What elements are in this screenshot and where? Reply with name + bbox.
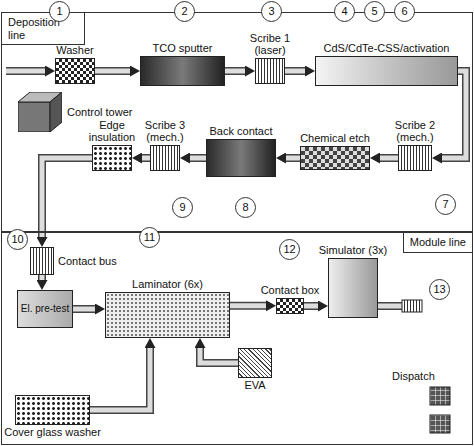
machine-label: Scribe 3 (mech.) xyxy=(139,119,191,144)
callout-number: 13 xyxy=(429,279,450,300)
conveyor xyxy=(90,347,150,410)
machine-label: TCO sputter xyxy=(153,42,213,55)
edge-insulation-machine: Edge insulation xyxy=(92,145,132,171)
module-stack xyxy=(430,387,450,405)
conveyor xyxy=(230,305,267,306)
mechanical-scribe: Scribe 3 (mech.) xyxy=(150,145,180,171)
back-contact-machine: Back contact xyxy=(206,139,276,177)
laminator-machine: Laminator (6x) xyxy=(105,292,230,338)
conveyor-belt xyxy=(42,158,92,238)
conveyor-belt xyxy=(38,275,46,281)
callout-number: 2 xyxy=(174,1,195,22)
conveyor xyxy=(285,158,300,159)
callout-number: 10 xyxy=(7,229,28,250)
callout-number: 4 xyxy=(334,1,355,22)
machine-label: Scribe 1 (laser) xyxy=(244,32,296,57)
conveyor-belt xyxy=(90,347,150,410)
conveyor-belt xyxy=(141,154,150,162)
conveyor xyxy=(285,71,306,72)
conveyor xyxy=(42,158,92,238)
dispatch-conveyor xyxy=(378,300,422,312)
conveyor-belt xyxy=(189,156,206,161)
conveyor-belt xyxy=(73,307,96,312)
machine-label: Contact bus xyxy=(58,255,117,268)
conveyor-belt xyxy=(73,305,96,313)
conveyor-belt xyxy=(95,67,131,75)
callout-number: 5 xyxy=(364,1,385,22)
deposition-machine: CdS/CdTe-CSS/activation xyxy=(315,56,458,86)
conveyor xyxy=(141,158,150,159)
mechanical-scribe: Scribe 2 (mech.) xyxy=(398,145,432,171)
callout-number: 3 xyxy=(261,1,282,22)
machine-label: Scribe 2 (mech.) xyxy=(389,119,441,144)
conveyor-belt xyxy=(230,302,267,310)
conveyor-belt xyxy=(379,154,398,162)
machine-label: Simulator (3x) xyxy=(319,244,387,257)
conveyor xyxy=(42,275,43,281)
conveyor-belt xyxy=(285,67,306,75)
conveyor-belt xyxy=(90,347,150,410)
area-label: Dispatch xyxy=(392,370,435,383)
machine-label: Back contact xyxy=(210,125,273,138)
conveyor-belt xyxy=(304,304,319,309)
laser-scribe: Scribe 1 (laser) xyxy=(255,58,285,84)
conveyor-belt xyxy=(225,69,246,74)
conveyor-belt xyxy=(379,156,398,161)
deposition-line-region: Deposition lineWasherTCO sputterScribe 1… xyxy=(1,12,473,232)
conveyor-belt xyxy=(304,302,319,310)
machine-label: Control tower xyxy=(67,106,132,119)
machine-label: Edge insulation xyxy=(84,119,140,144)
control-tower-cube xyxy=(18,92,62,132)
pretest-station: El. pre-test xyxy=(17,290,73,328)
module-stack xyxy=(430,415,450,433)
conveyor-belt xyxy=(95,69,131,74)
contact-box-station: Contact box xyxy=(276,298,304,314)
machine-label: El. pre-test xyxy=(19,301,71,317)
callout-number: 7 xyxy=(435,194,456,215)
conveyor-belt xyxy=(285,156,300,161)
conveyor xyxy=(73,309,96,310)
callout-number: 9 xyxy=(172,197,193,218)
conveyor-belt xyxy=(200,347,238,363)
eva-supply: EVA xyxy=(238,348,272,378)
callout-number: 1 xyxy=(49,1,70,22)
conveyor-belt xyxy=(225,67,246,75)
entry-conveyor xyxy=(6,71,46,72)
callout-number: 12 xyxy=(279,239,300,260)
conveyor-belt xyxy=(141,156,150,161)
conveyor xyxy=(304,306,319,307)
etch-machine: Chemical etch xyxy=(300,146,370,170)
callout-number: 8 xyxy=(235,197,256,218)
region-heading: Deposition line xyxy=(2,13,85,45)
callout-number: 11 xyxy=(139,227,160,248)
cover-glass-washer: Cover glass washer xyxy=(15,395,90,425)
machine-label: Laminator (6x) xyxy=(132,278,203,291)
conveyor-belt xyxy=(285,154,300,162)
module-line-region: Module lineContact busEl. pre-test Lamina… xyxy=(1,232,473,445)
sputter-machine: TCO sputter xyxy=(140,56,225,86)
callout-number: 6 xyxy=(394,1,415,22)
machine-label: EVA xyxy=(244,379,265,392)
conveyor-belt xyxy=(230,303,267,308)
contact-bus-station: Contact bus xyxy=(30,247,54,275)
conveyor xyxy=(189,158,206,159)
conveyor xyxy=(379,158,398,159)
conveyor xyxy=(200,347,238,363)
machine-label: Washer xyxy=(56,44,94,57)
conveyor-belt xyxy=(200,347,238,363)
control-tower: Control tower xyxy=(18,92,62,132)
washer-machine: Washer xyxy=(55,58,95,84)
conveyor-belt xyxy=(285,69,306,74)
machine-label: Contact box xyxy=(261,284,320,297)
machine-label: Chemical etch xyxy=(300,132,370,145)
conveyor-belt xyxy=(42,158,92,238)
conveyor xyxy=(225,71,246,72)
machine-label: CdS/CdTe-CSS/activation xyxy=(324,42,450,55)
conveyor xyxy=(95,71,131,72)
region-heading: Module line xyxy=(403,233,472,253)
simulator-machine: Simulator (3x) xyxy=(328,258,378,318)
machine-label: Cover glass washer xyxy=(4,426,101,439)
conveyor-belt xyxy=(189,154,206,162)
conveyor-belt xyxy=(40,275,45,281)
